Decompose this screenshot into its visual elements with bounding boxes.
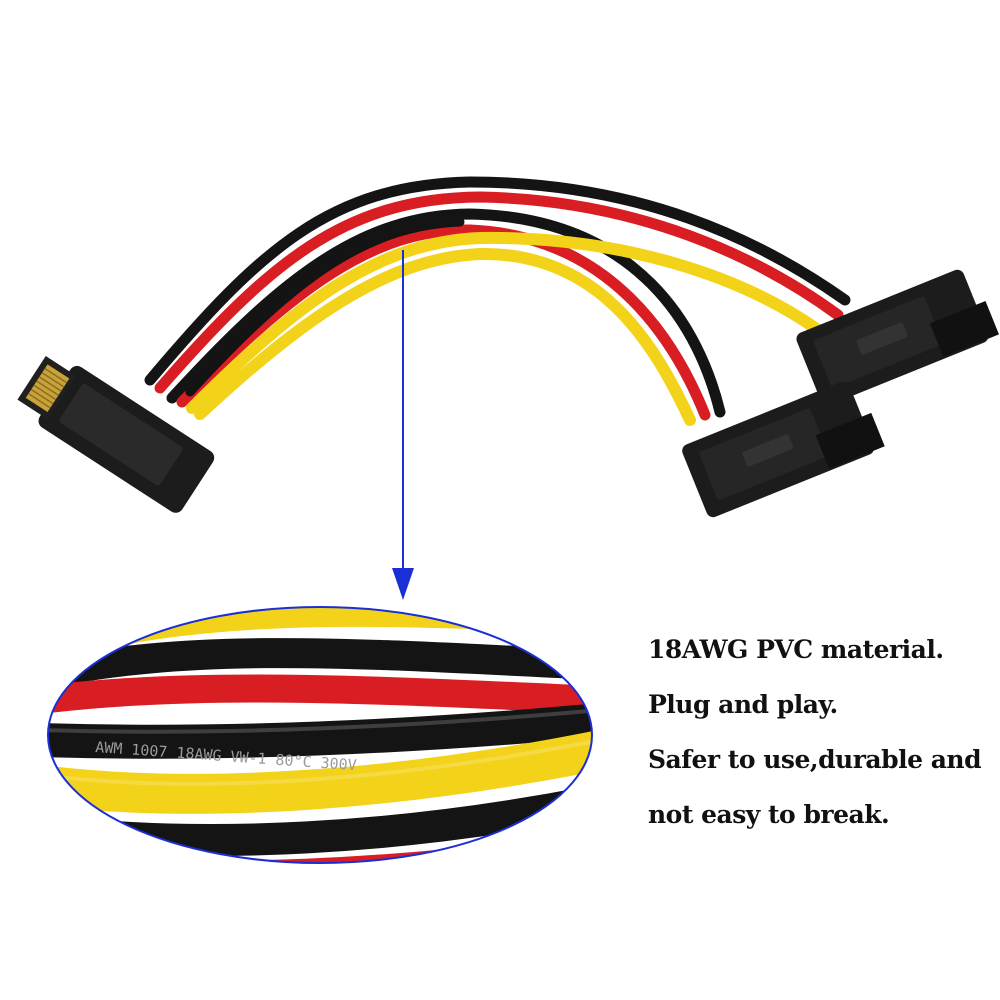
feature-line-4: not easy to break. <box>648 800 890 829</box>
sata-female-connector-upper <box>796 269 999 406</box>
wire-black-inner <box>166 208 726 418</box>
callout-arrow <box>392 250 414 600</box>
cable-wires <box>144 176 851 426</box>
zoom-ellipse-frame <box>47 606 593 864</box>
cable-closeup: AWM 1007 18AWG VW-1 80°C 300V <box>48 607 592 863</box>
wire-red-inner <box>176 224 711 421</box>
sata-male-connector <box>17 356 215 513</box>
wire-black-outer <box>144 176 851 386</box>
wire-yellow-inner <box>194 247 696 426</box>
wire-yellow-outer <box>186 231 824 414</box>
feature-list: 18AWG PVC material. Plug and play. Safer… <box>648 622 993 842</box>
wire-red-outer <box>154 191 844 394</box>
feature-line-2: Plug and play. <box>648 690 838 719</box>
feature-line-1: 18AWG PVC material. <box>648 635 944 664</box>
feature-line-3: Safer to use,durable and <box>648 745 982 774</box>
wire-black-front <box>185 217 465 397</box>
sata-female-connector-lower <box>682 381 885 518</box>
